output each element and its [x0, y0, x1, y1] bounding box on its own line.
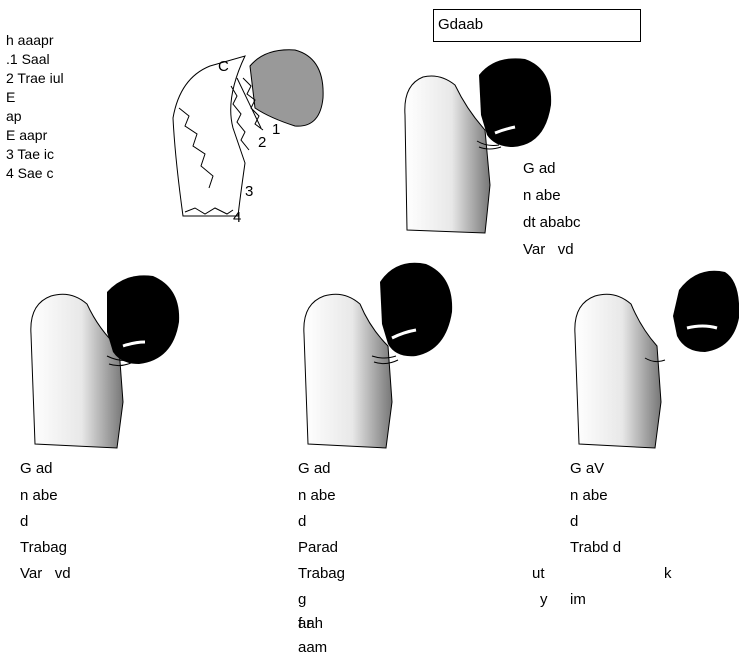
- panel-line: d: [20, 512, 28, 531]
- femoral-head: [380, 263, 452, 356]
- title-box-text: Gdaab: [438, 16, 483, 33]
- panel-line: g: [298, 590, 306, 609]
- panel-line: d: [298, 512, 306, 531]
- schematic-femoral-head: [250, 50, 323, 126]
- panel-line: Trabag: [20, 538, 67, 557]
- stray-text: y: [540, 590, 548, 609]
- femur-shaft: [304, 294, 392, 448]
- label-1: 1: [272, 120, 280, 139]
- femur-shaft: [405, 76, 490, 233]
- femur-shaft: [575, 294, 661, 448]
- legend-subheading: E aapr: [6, 126, 47, 145]
- title-box: Gdaab: [433, 9, 641, 42]
- legend-item-4: 4 Sae c: [6, 164, 53, 183]
- panel-line: k: [664, 564, 672, 583]
- legend-item-1: .1 Saal: [6, 50, 50, 69]
- panel-line: G ad: [298, 459, 331, 478]
- femoral-head: [107, 275, 179, 364]
- femoral-head: [479, 58, 551, 147]
- panel-line: Var vd: [523, 240, 574, 259]
- legend-item-3: 3 Tae ic: [6, 145, 54, 164]
- fracture-schematic: [155, 38, 330, 228]
- femur-garden-2: [15, 272, 185, 452]
- legend-item-e: E: [6, 88, 15, 107]
- legend-item-2: 2 Trae iul: [6, 69, 64, 88]
- label-4: 4: [233, 208, 241, 227]
- femur-garden-4: [565, 262, 739, 452]
- panel-line: im: [570, 590, 586, 609]
- panel-line: d: [570, 512, 578, 531]
- panel-line: G ad: [523, 159, 556, 178]
- panel-line: G ad: [20, 459, 53, 478]
- panel-line: ar: [298, 614, 311, 633]
- label-3: 3: [245, 182, 253, 201]
- panel-line: n abe: [523, 186, 561, 205]
- panel-line: n abe: [20, 486, 58, 505]
- panel-line: Trabd d: [570, 538, 621, 557]
- panel-line: aam: [298, 638, 327, 657]
- panel-line: Var vd: [20, 564, 71, 583]
- schematic-femur-outline: [173, 56, 245, 216]
- legend-item-ap: ap: [6, 107, 22, 126]
- label-c: C: [218, 57, 229, 76]
- label-2: 2: [258, 133, 266, 152]
- panel-line: G aV: [570, 459, 604, 478]
- stray-text: ut: [532, 564, 545, 583]
- panel-line: n abe: [298, 486, 336, 505]
- panel-line: dt ababc: [523, 213, 581, 232]
- femur-garden-3: [292, 258, 462, 453]
- panel-line: Parad: [298, 538, 338, 557]
- panel-line: Trabag: [298, 564, 345, 583]
- femur-garden-1: [395, 55, 555, 235]
- legend-heading: h aaapr: [6, 31, 53, 50]
- femoral-head: [673, 271, 739, 352]
- panel-line: n abe: [570, 486, 608, 505]
